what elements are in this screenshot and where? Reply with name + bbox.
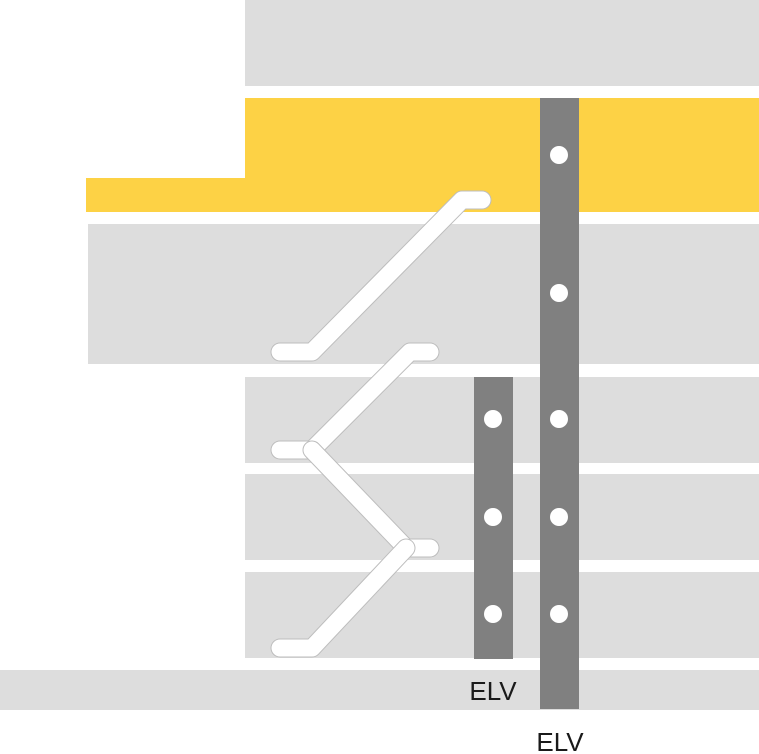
elevator-stop (484, 410, 502, 428)
escalator-lower-b (271, 539, 415, 657)
elevator-label-short: ELV (469, 676, 517, 706)
floor-ground (0, 670, 759, 710)
floor-top (245, 0, 759, 86)
escalator-middle (271, 343, 439, 459)
elevator-label-tall: ELV (536, 727, 584, 754)
escalators (270, 190, 492, 658)
elevator-stop (484, 605, 502, 623)
elevator-stop (484, 508, 502, 526)
elevator-stop (550, 508, 568, 526)
elevator-stop (550, 605, 568, 623)
escalator-upper (271, 191, 491, 361)
elevator-stop (550, 284, 568, 302)
elevator-tall: ELV (536, 98, 584, 754)
elevator-stop (550, 410, 568, 428)
elevator-stop (550, 146, 568, 164)
elevator-short: ELV (469, 377, 517, 706)
floor-highlighted (86, 98, 759, 212)
floors (0, 0, 759, 710)
